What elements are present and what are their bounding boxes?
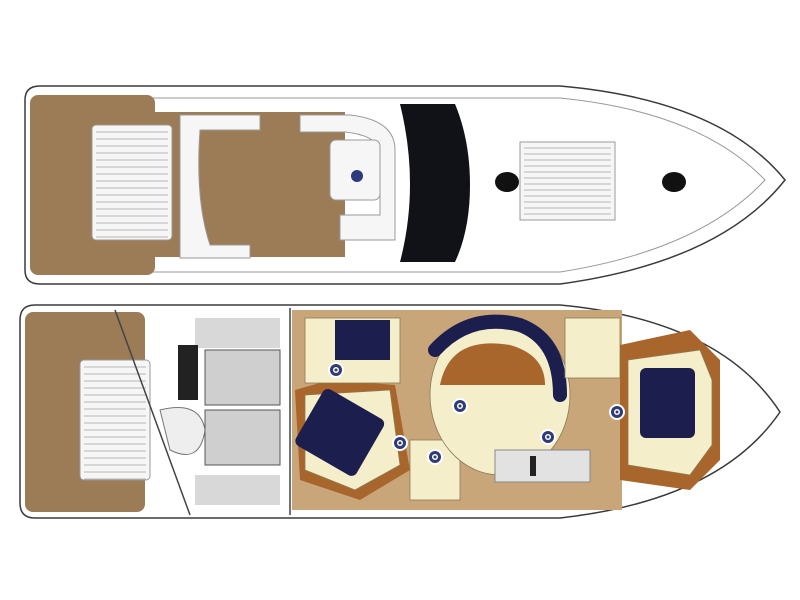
galley-hob <box>530 456 536 476</box>
bow-porthole-icon <box>662 172 686 192</box>
tender <box>159 407 206 455</box>
porthole-icon <box>398 441 402 445</box>
lower-deck-plan <box>19 304 781 519</box>
forward-head <box>564 317 621 379</box>
cockpit-seating <box>179 114 261 259</box>
engine-bay-bottom <box>195 475 280 505</box>
engine-bay-top <box>195 318 280 348</box>
lower-sunpad-stripes <box>84 366 146 480</box>
porthole-icon <box>334 368 338 372</box>
deck-gunwale <box>45 97 766 273</box>
aft-cabin-bed <box>295 388 385 476</box>
engine-port <box>204 349 281 406</box>
foredeck-hatch-stripes <box>524 147 611 215</box>
porthole-icon <box>546 435 550 439</box>
porthole-icon <box>433 455 437 459</box>
galley <box>494 449 591 483</box>
deck-hatch-icon <box>351 170 363 182</box>
deck-plan <box>24 85 786 285</box>
sunpad-stripes <box>96 131 168 238</box>
sunpad-cushion <box>91 124 173 241</box>
lower-portholes <box>328 362 625 465</box>
side-cabin-bed <box>335 320 390 360</box>
porthole-icon <box>458 404 462 408</box>
helm-console <box>329 139 381 201</box>
windshield <box>400 104 470 262</box>
deck-porthole-icon <box>495 172 519 192</box>
forward-cabin-bed <box>640 368 695 438</box>
lower-sunpad <box>79 359 151 481</box>
generator <box>178 345 198 400</box>
engine-starboard <box>204 409 281 466</box>
engine-room-divider <box>114 309 191 516</box>
saloon-table <box>440 343 545 385</box>
foredeck-hatch <box>519 141 616 221</box>
helm-seating <box>299 114 396 241</box>
saloon-sofa <box>428 314 567 402</box>
porthole-icon <box>615 410 619 414</box>
